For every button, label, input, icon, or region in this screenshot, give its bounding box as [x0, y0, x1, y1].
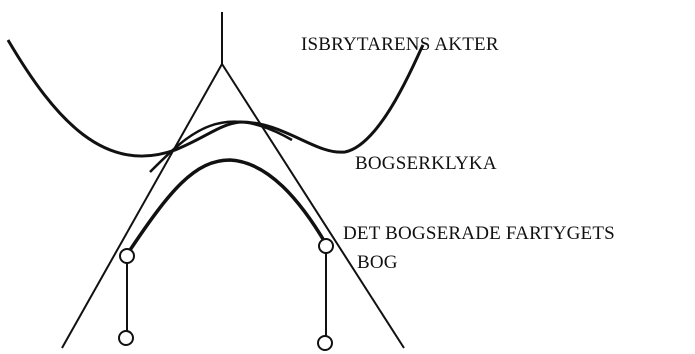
- right-bollard-circle: [317, 335, 333, 351]
- left-tow-leg: [61, 63, 223, 349]
- towing-hawser-curve: [149, 120, 293, 173]
- label-towed-ship-bow-line2: BOG: [357, 252, 398, 273]
- label-towed-ship-bow-line1: DET BOGSERADE FARTYGETS: [343, 223, 615, 244]
- towed-ship-bow-curve: [126, 158, 328, 254]
- left-fairlead-circle: [119, 248, 135, 264]
- label-icebreaker-stern: ISBRYTARENS AKTER: [301, 34, 499, 55]
- right-tow-leg: [221, 63, 405, 349]
- label-towing-hawser: BOGSERKLYKA: [355, 153, 497, 174]
- right-fairlead-circle: [318, 238, 334, 254]
- left-bollard-circle: [118, 330, 134, 346]
- icebreaker-stern-curve: [6, 39, 425, 158]
